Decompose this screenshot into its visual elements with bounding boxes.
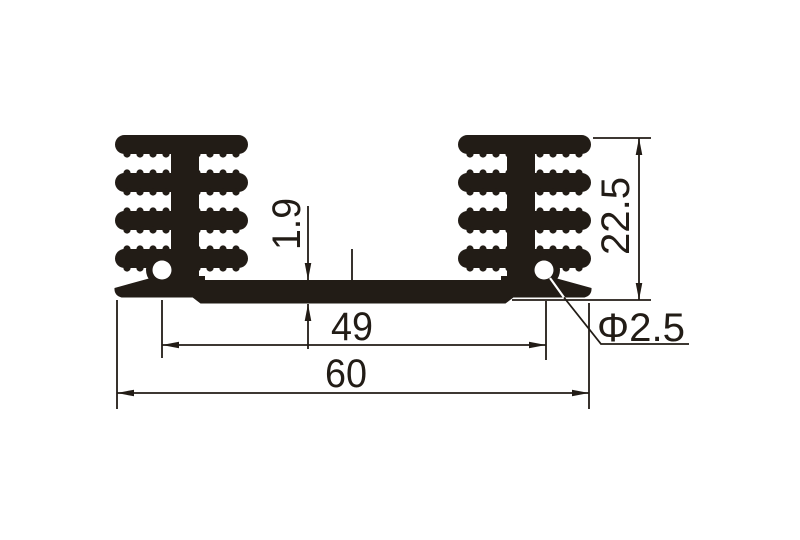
dim-text-hole-spacing: 49 (331, 305, 373, 349)
left-fin-tower (115, 135, 248, 297)
dim-text-hole-diameter: Φ2.5 (597, 306, 685, 350)
heatsink-silhouette (114, 135, 592, 304)
base-left-flare (114, 276, 205, 298)
arrowhead (572, 389, 589, 397)
dimension-lines (116, 137, 689, 409)
arrowhead (635, 283, 643, 300)
arrowhead (635, 138, 643, 155)
arrowhead (304, 263, 312, 280)
left-mounting-hole (152, 260, 172, 280)
dim-text-overall-width: 60 (325, 352, 367, 396)
dim-text-base-thickness: 1.9 (265, 198, 309, 250)
arrowhead (117, 389, 134, 397)
arrowhead (529, 341, 546, 349)
arrowhead (304, 304, 312, 321)
dim-text-overall-height: 22.5 (594, 177, 638, 255)
dimension-annotations: 49 60 22.5 1.9 Φ2.5 (116, 137, 689, 409)
base-right-flare (501, 276, 592, 298)
right-fin-tower (458, 135, 591, 297)
right-mounting-hole (534, 260, 554, 280)
arrowhead (162, 341, 179, 349)
base-plate (192, 280, 514, 304)
leader-line-over-black (549, 277, 565, 299)
hole-diameter-leader (563, 296, 689, 345)
